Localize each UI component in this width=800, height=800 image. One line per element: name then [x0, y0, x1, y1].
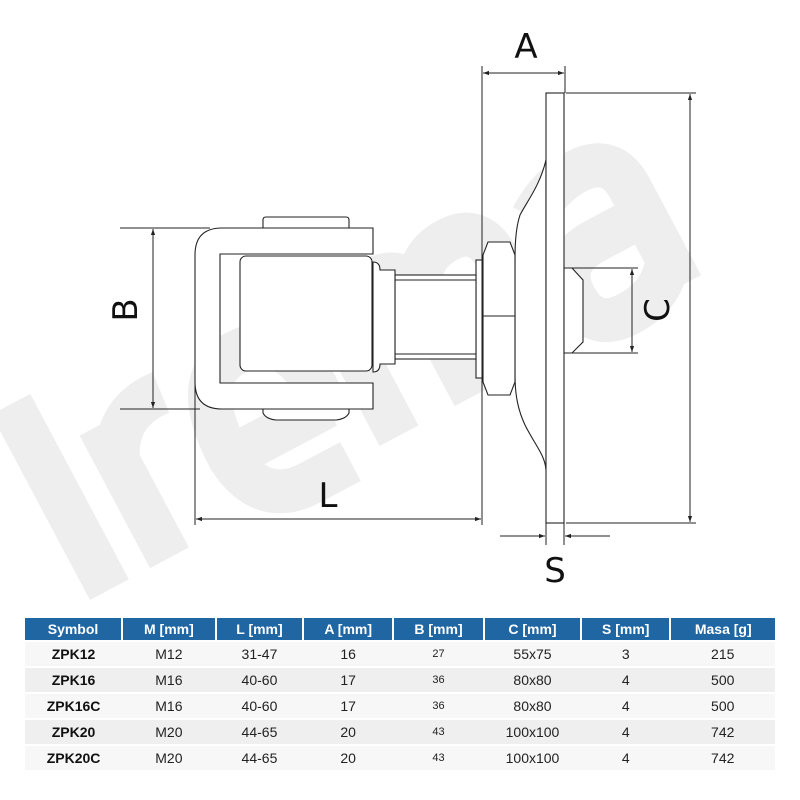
label-c: C: [638, 298, 678, 322]
table-cell: M16: [122, 666, 216, 693]
col-m: M [mm]: [121, 618, 216, 641]
table-cell: 16: [303, 640, 394, 667]
col-a: A [mm]: [302, 618, 394, 641]
table-cell: ZPK16: [25, 666, 123, 693]
table-cell: 4: [581, 718, 671, 745]
table-header-row: Symbol M [mm] L [mm] A [mm] B [mm] C [mm…: [25, 618, 775, 641]
label-s: S: [544, 551, 566, 591]
mounting-plate: [514, 92, 565, 524]
dimension-c-bolt: [570, 267, 638, 354]
table-cell: 44-65: [215, 718, 304, 745]
table-cell: 17: [303, 666, 394, 693]
table-cell: 20: [303, 718, 394, 745]
label-b: B: [106, 298, 146, 321]
table-cell: M16: [122, 692, 216, 719]
table-cell: 500: [670, 692, 775, 719]
table-cell: ZPK12: [25, 640, 123, 667]
table-cell: 80x80: [483, 692, 582, 719]
table-cell: 4: [581, 666, 671, 693]
table-cell: 742: [670, 744, 775, 770]
dimension-s: S: [500, 523, 610, 591]
table-cell: 36: [393, 666, 484, 693]
table-cell: 100x100: [483, 744, 582, 770]
col-s: S [mm]: [580, 618, 671, 641]
col-c: C [mm]: [482, 618, 582, 641]
hinge-technical-drawing: A C B L S: [0, 27, 701, 600]
col-b: B [mm]: [392, 618, 484, 641]
table-cell: 20: [303, 744, 394, 770]
table-cell: 3: [581, 640, 671, 667]
table-cell: M20: [122, 744, 216, 770]
threaded-rod: [372, 261, 584, 373]
nut: [475, 241, 516, 396]
table-cell: 55x75: [483, 640, 582, 667]
u-bracket: [194, 216, 374, 421]
table-cell: 100x100: [483, 718, 582, 745]
table-cell: 43: [393, 718, 484, 745]
table-cell: 40-60: [215, 692, 304, 719]
table-cell: 80x80: [483, 666, 582, 693]
specs-table: Symbol M [mm] L [mm] A [mm] B [mm] C [mm…: [25, 618, 775, 770]
table-cell: 742: [670, 718, 775, 745]
dimension-a: A: [481, 27, 566, 525]
table-cell: 43: [393, 744, 484, 770]
table-cell: 27: [393, 640, 484, 667]
table-cell: M20: [122, 718, 216, 745]
table-cell: 40-60: [215, 666, 304, 693]
table-cell: 4: [581, 744, 671, 770]
col-l: L [mm]: [214, 618, 304, 641]
table-cell: 36: [393, 692, 484, 719]
table-cell: 215: [670, 640, 775, 667]
table-cell: 17: [303, 692, 394, 719]
table-cell: 4: [581, 692, 671, 719]
table-cell: ZPK20: [25, 718, 123, 745]
table-cell: ZPK16C: [25, 692, 123, 719]
label-a: A: [514, 27, 537, 67]
col-symbol: Symbol: [25, 618, 123, 641]
table-cell: M12: [122, 640, 216, 667]
dimension-b: B: [106, 227, 210, 410]
col-mass: Masa [g]: [669, 618, 775, 641]
dimension-l: L: [194, 380, 481, 525]
dimension-c-plate: C: [566, 92, 696, 524]
table-cell: 500: [670, 666, 775, 693]
table-cell: 44-65: [215, 744, 304, 770]
table-cell: 31-47: [215, 640, 304, 667]
label-l: L: [319, 476, 338, 516]
table-cell: ZPK20C: [25, 744, 123, 770]
